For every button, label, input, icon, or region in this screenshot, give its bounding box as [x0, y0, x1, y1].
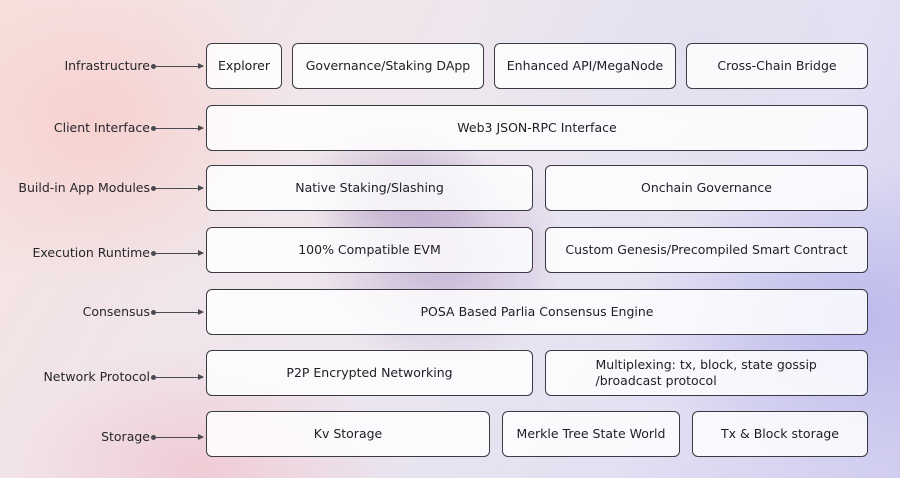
- arrow-head: [198, 125, 204, 131]
- box-compatible-evm: 100% Compatible EVM: [206, 227, 533, 273]
- arrow-head: [198, 185, 204, 191]
- box-posa-parlia-consensus-engine: POSA Based Parlia Consensus Engine: [206, 289, 868, 335]
- layer-label-storage: Storage: [101, 429, 150, 444]
- connector-arrow-consensus: [151, 309, 204, 315]
- connector-arrow-infrastructure: [151, 63, 204, 69]
- box-merkle-tree-state-world: Merkle Tree State World: [502, 411, 680, 457]
- arrow-dot: [151, 64, 156, 69]
- box-web3-json-rpc-interface: Web3 JSON-RPC Interface: [206, 105, 868, 151]
- layer-label-client-interface: Client Interface: [53, 120, 150, 135]
- box-p2p-encrypted-networking: P2P Encrypted Networking: [206, 350, 533, 396]
- layer-label-build-in-app-modules: Build-in App Modules: [18, 180, 150, 195]
- box-custom-genesis-precompiled-contract: Custom Genesis/Precompiled Smart Contrac…: [545, 227, 868, 273]
- connector-arrow-build-in-app-modules: [151, 185, 204, 191]
- connector-arrow-execution-runtime: [151, 250, 204, 256]
- box-enhanced-api-meganode: Enhanced API/MegaNode: [494, 43, 676, 89]
- connector-arrow-storage: [151, 434, 204, 440]
- box-cross-chain-bridge: Cross-Chain Bridge: [686, 43, 868, 89]
- arrow-dot: [151, 251, 156, 256]
- arrow-dot: [151, 310, 156, 315]
- arrow-head: [198, 63, 204, 69]
- box-onchain-governance: Onchain Governance: [545, 165, 868, 211]
- arrow-dot: [151, 126, 156, 131]
- layer-label-network-protocol: Network Protocol: [43, 369, 150, 384]
- box-explorer: Explorer: [206, 43, 282, 89]
- arrow-dot: [151, 375, 156, 380]
- arrow-head: [198, 309, 204, 315]
- layer-label-infrastructure: Infrastructure: [64, 58, 150, 73]
- arrow-head: [198, 374, 204, 380]
- layer-label-consensus: Consensus: [82, 304, 150, 319]
- box-tx-block-storage: Tx & Block storage: [692, 411, 868, 457]
- box-native-staking-slashing: Native Staking/Slashing: [206, 165, 533, 211]
- arrow-head: [198, 250, 204, 256]
- box-multiplexing-gossip-protocol: Multiplexing: tx, block, state gossip /b…: [545, 350, 868, 396]
- box-governance-staking-dapp: Governance/Staking DApp: [292, 43, 484, 89]
- arrow-head: [198, 434, 204, 440]
- arrow-dot: [151, 435, 156, 440]
- layer-label-execution-runtime: Execution Runtime: [32, 245, 150, 260]
- connector-arrow-client-interface: [151, 125, 204, 131]
- multiplexing-text: Multiplexing: tx, block, state gossip /b…: [595, 357, 817, 388]
- arrow-dot: [151, 186, 156, 191]
- box-kv-storage: Kv Storage: [206, 411, 490, 457]
- connector-arrow-network-protocol: [151, 374, 204, 380]
